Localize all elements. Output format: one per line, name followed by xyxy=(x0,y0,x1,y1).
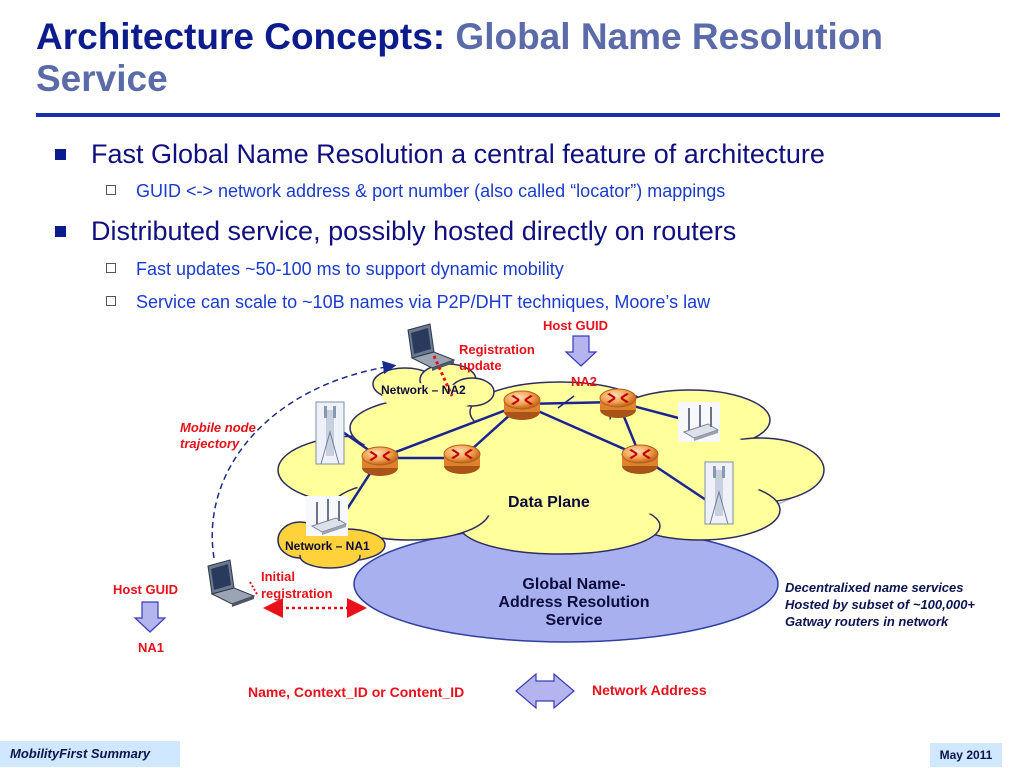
router-icon xyxy=(621,444,659,475)
hollow-square-bullet-icon xyxy=(106,185,116,195)
down-arrow-icon xyxy=(133,601,167,633)
host-guid-top: Host GUID xyxy=(543,318,608,333)
initial-registration-line-1: Initial xyxy=(261,569,295,584)
decentralized-note-line-2: Hosted by subset of ~100,000+ xyxy=(785,597,976,612)
router-icon xyxy=(503,390,541,421)
slide-title: Architecture Concepts: Global Name Resol… xyxy=(36,16,996,100)
decentralized-note-line-1: Decentralixed name services xyxy=(785,580,964,595)
title-main: Architecture Concepts: xyxy=(36,16,446,57)
host-guid-left: Host GUID xyxy=(113,582,178,597)
data-plane-cloud xyxy=(277,381,825,555)
registration-update-line-1: Registration xyxy=(459,342,535,357)
laptop-icon xyxy=(207,559,255,608)
down-arrow-icon xyxy=(564,335,598,367)
registration-update-arrow xyxy=(432,355,454,397)
square-bullet-icon xyxy=(55,226,66,237)
gnrs-line-1: Global Name- xyxy=(522,576,626,593)
title-rule xyxy=(36,113,1000,117)
mobile-trajectory-line-2: trajectory xyxy=(180,436,240,451)
bullet-2-text: Distributed service, possibly hosted dir… xyxy=(91,216,737,246)
na1-label: NA1 xyxy=(138,640,165,655)
bullet-1: Fast Global Name Resolution a central fe… xyxy=(55,138,825,170)
hollow-square-bullet-icon xyxy=(106,296,116,306)
double-arrow-icon xyxy=(515,672,575,710)
base-station-tower-icon xyxy=(704,461,734,525)
initial-registration-label: Initial registration xyxy=(261,568,333,602)
bullet-2: Distributed service, possibly hosted dir… xyxy=(55,215,737,247)
sub-bullet-1-1: GUID <-> network address & port number (… xyxy=(106,180,726,202)
laptop-icon xyxy=(407,323,455,372)
footer-left: MobilityFirst Summary xyxy=(0,741,180,767)
router-icon xyxy=(361,446,399,477)
network-na1-label: Network – NA1 xyxy=(285,539,370,553)
gnrs-line-2: Address Resolution xyxy=(498,594,650,611)
access-point-icon xyxy=(305,495,349,537)
access-point-icon xyxy=(677,401,721,443)
network-na2-cloud xyxy=(372,363,495,411)
base-station-tower-icon xyxy=(315,401,345,465)
square-bullet-icon xyxy=(55,149,66,160)
sub-bullet-2-2: Service can scale to ~10B names via P2P/… xyxy=(106,291,711,313)
sub-bullet-2-2-text: Service can scale to ~10B names via P2P/… xyxy=(136,292,711,312)
footer-right: May 2011 xyxy=(930,743,1002,767)
initial-registration-line-2: registration xyxy=(261,586,333,601)
na2-label: NA2 xyxy=(571,374,598,389)
title-sub: Global Name Resolution Service xyxy=(36,16,884,99)
router-icon xyxy=(599,388,637,419)
gnrs-line-3: Service xyxy=(545,612,603,629)
hollow-square-bullet-icon xyxy=(106,263,116,273)
sub-bullet-2-1-text: Fast updates ~50-100 ms to support dynam… xyxy=(136,259,564,279)
data-plane-label: Data Plane xyxy=(508,494,590,511)
mobile-trajectory-line-1: Mobile node xyxy=(180,420,256,435)
mobile-trajectory-path xyxy=(211,360,397,559)
bullet-1-text: Fast Global Name Resolution a central fe… xyxy=(91,139,825,169)
decentralized-note-line-3: Gatway routers in network xyxy=(785,614,949,629)
router-icon xyxy=(443,444,481,475)
sub-bullet-1-1-text: GUID <-> network address & port number (… xyxy=(136,181,726,201)
network-address-label: Network Address xyxy=(592,682,707,698)
network-na2-label: Network – NA2 xyxy=(381,383,466,397)
registration-update-line-2: update xyxy=(459,358,502,373)
sub-bullet-2-1: Fast updates ~50-100 ms to support dynam… xyxy=(106,258,564,280)
name-context-label: Name, Context_ID or Content_ID xyxy=(248,684,465,700)
